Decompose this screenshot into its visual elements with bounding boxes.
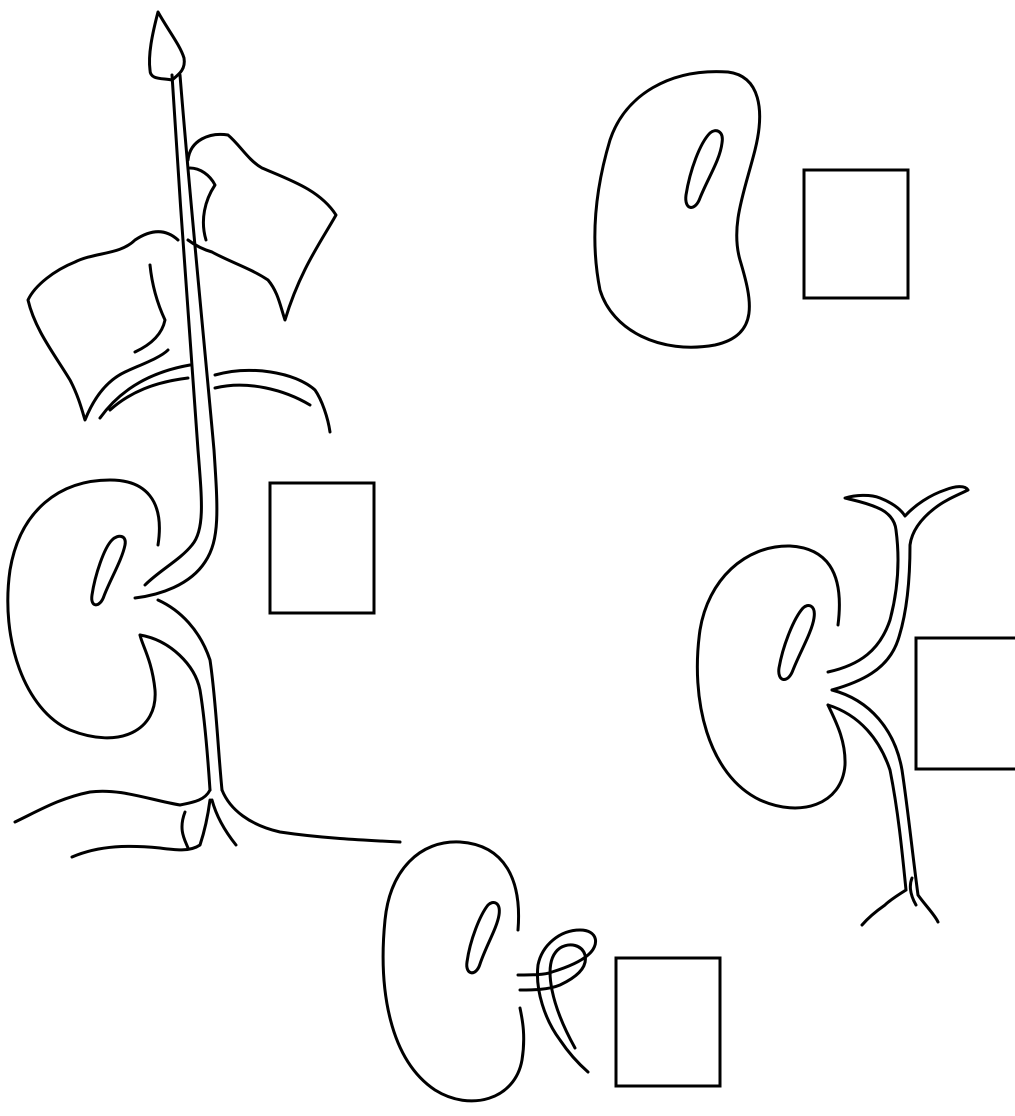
germinating-seed-radicle [518,930,596,1072]
young-plant-cotyledon-right [215,370,330,432]
seedling-answer-box[interactable] [916,638,1015,769]
seedling-seed [697,546,845,808]
young-plant-ground [15,790,400,857]
germinating-seed-stage [383,842,595,1101]
seed-hilum [686,131,723,208]
germinating-seed-body [383,842,524,1101]
seed-stage [595,72,760,348]
germinating-seed-hilum [467,902,500,972]
young-plant-seed [8,480,160,738]
young-plant-lower-leaf [28,232,178,420]
young-plant-hilum [92,536,126,605]
young-plant-answer-box[interactable] [270,483,374,613]
young-plant-bud [149,12,184,80]
young-plant-cotyledon-left [100,365,190,418]
germinating-seed-answer-box[interactable] [616,958,720,1086]
young-plant-upper-leaf [188,134,336,320]
young-plant-stem-left [145,75,201,585]
young-plant-stage [8,12,400,857]
seedling-hilum [779,605,815,679]
seed-answer-box[interactable] [804,170,908,298]
seed-body [595,72,760,348]
young-plant-root [140,600,222,790]
